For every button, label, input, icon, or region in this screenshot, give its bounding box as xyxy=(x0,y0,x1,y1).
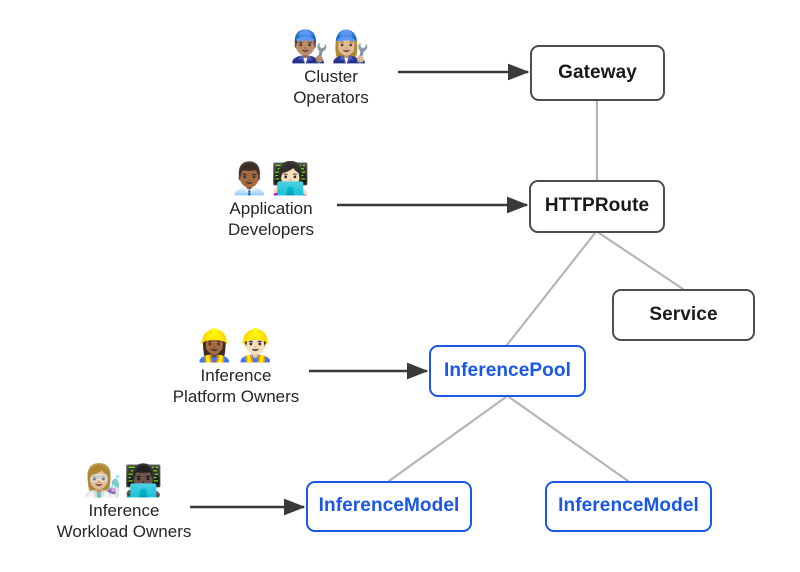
node-gateway[interactable]: Gateway xyxy=(530,45,665,101)
persona-application-developers-emoji: 👨🏾‍💼👩🏻‍💻 xyxy=(230,161,312,197)
persona-inference-platform-owners-label: Inference Platform Owners xyxy=(172,366,300,406)
node-inferencemodel-left[interactable]: InferenceModel xyxy=(306,481,472,532)
persona-inference-workload-owners-label: Inference Workload Owners xyxy=(56,501,192,541)
persona-application-developers: 👨🏾‍💼👩🏻‍💻 Application Developers xyxy=(196,160,346,241)
node-service[interactable]: Service xyxy=(612,289,755,341)
persona-inference-platform-owners: 👷🏾‍♀️👷🏻‍♂️ Inference Platform Owners xyxy=(155,327,317,408)
persona-inference-workload-owners: 👩🏼‍🔬👨🏿‍💻 Inference Workload Owners xyxy=(41,462,207,543)
node-httproute[interactable]: HTTPRoute xyxy=(529,180,665,233)
persona-cluster-operators-emoji: 👨🏽‍🔧👩🏼‍🔧 xyxy=(290,29,372,65)
persona-cluster-operators-label: Cluster Operators xyxy=(293,67,369,107)
persona-inference-workload-owners-emoji: 👩🏼‍🔬👨🏿‍💻 xyxy=(83,463,165,499)
link-inferencepool-inferencemodel-right xyxy=(507,395,630,483)
persona-application-developers-label: Application Developers xyxy=(228,199,314,239)
link-inferencepool-inferencemodel-left xyxy=(387,395,508,483)
link-httproute-service xyxy=(597,231,685,291)
link-httproute-inferencepool xyxy=(505,231,597,347)
persona-inference-platform-owners-emoji: 👷🏾‍♀️👷🏻‍♂️ xyxy=(195,328,277,364)
node-inferencepool[interactable]: InferencePool xyxy=(429,345,586,397)
node-inferencemodel-right[interactable]: InferenceModel xyxy=(545,481,712,532)
persona-cluster-operators: 👨🏽‍🔧👩🏼‍🔧 Cluster Operators xyxy=(256,28,406,109)
